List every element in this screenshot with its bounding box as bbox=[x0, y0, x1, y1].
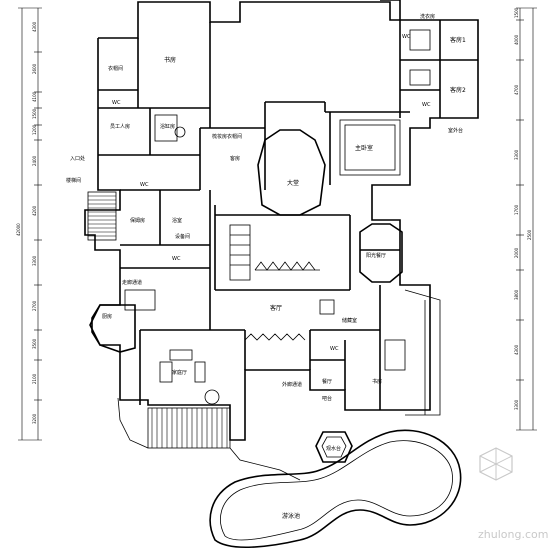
right-dimension-chain: 1500 4000 4700 3300 1700 2000 3800 4300 … bbox=[514, 7, 537, 431]
pool-label: 游泳池 bbox=[282, 512, 300, 520]
dim-left-11: 2100 bbox=[32, 373, 37, 384]
dim-right-5: 1700 bbox=[514, 204, 519, 215]
dim-right-8: 4300 bbox=[514, 344, 519, 355]
dim-right-9: 3300 bbox=[514, 399, 519, 410]
room-label-bar: 吧台 bbox=[322, 395, 332, 402]
room-label-master-bedroom: 主卧室 bbox=[355, 144, 373, 152]
note-stair: 楼梯间 bbox=[66, 177, 81, 184]
dim-right-1: 1500 bbox=[514, 7, 519, 18]
room-label-hall: 大堂 bbox=[287, 179, 299, 187]
room-label-family-room: 家庭厅 bbox=[172, 369, 187, 376]
dim-right-10: 2500 bbox=[527, 229, 532, 240]
room-label-storage: 储藏室 bbox=[342, 317, 357, 324]
dim-left-3: 4100 bbox=[32, 91, 37, 102]
room-label-living-room: 客厅 bbox=[270, 304, 282, 312]
room-label-laundry: 洗衣房 bbox=[420, 13, 435, 20]
entry-stair-deck bbox=[87, 191, 117, 241]
dim-left-9: 2700 bbox=[32, 300, 37, 311]
hall-bay bbox=[257, 129, 326, 216]
room-label-nanny-room: 保姆房 bbox=[130, 217, 145, 224]
wc-label-6: WC bbox=[330, 346, 339, 352]
dim-left-2: 2600 bbox=[32, 63, 37, 74]
room-label-bedroom1: 客房1 bbox=[450, 36, 466, 44]
room-label-workroom: 员工人房 bbox=[110, 123, 130, 130]
dim-left-5: 1200 bbox=[32, 124, 37, 135]
room-label-cloakroom: 衣帽间 bbox=[108, 65, 123, 72]
dim-left-6: 2400 bbox=[32, 155, 37, 166]
room-label-sunroom: 阳光餐厅 bbox=[366, 252, 386, 259]
room-label-guest-room: 客房 bbox=[230, 155, 240, 162]
dim-right-3: 4700 bbox=[514, 84, 519, 95]
dim-right-6: 2000 bbox=[514, 247, 519, 258]
dim-left-1: 4300 bbox=[32, 21, 37, 32]
wc-label-5: WC bbox=[422, 102, 431, 108]
pond-pavilion bbox=[315, 431, 353, 463]
dim-left-7: 4200 bbox=[32, 205, 37, 216]
note-entry: 入口处 bbox=[70, 155, 85, 162]
east-veranda bbox=[404, 289, 441, 416]
dim-right-7: 3800 bbox=[514, 289, 519, 300]
wc-label-4: WC bbox=[402, 34, 411, 40]
note-outdoor: 外廊通道 bbox=[282, 381, 302, 388]
dim-right-4: 3300 bbox=[514, 149, 519, 160]
room-label-dining: 餐厅 bbox=[322, 378, 332, 385]
sunroom-bay bbox=[359, 223, 403, 283]
furniture-details bbox=[124, 29, 431, 405]
dim-left-4: 1500 bbox=[32, 108, 37, 119]
dim-left-8: 3300 bbox=[32, 255, 37, 266]
room-label-office: 书房 bbox=[372, 378, 382, 385]
pond-label: 观水台 bbox=[326, 445, 341, 452]
room-label-kitchen: 厨房 bbox=[102, 313, 112, 320]
swimming-pool-outline bbox=[209, 429, 462, 548]
watermark-logo bbox=[479, 447, 513, 481]
room-label-equipment: 设备间 bbox=[175, 233, 190, 240]
dim-right-2: 4000 bbox=[514, 34, 519, 45]
kitchen-bay bbox=[91, 304, 136, 353]
room-label-dressing: 梳妆房衣帽间 bbox=[212, 133, 242, 140]
exterior-walls bbox=[84, 0, 479, 441]
note-corridor: 走廊通道 bbox=[122, 279, 142, 286]
wc-label-1: WC bbox=[112, 100, 121, 106]
dim-left-10: 3500 bbox=[32, 338, 37, 349]
south-deck bbox=[147, 407, 231, 449]
room-label-study: 书房 bbox=[164, 56, 176, 64]
note-balcony: 室外台 bbox=[448, 127, 463, 134]
interior-walls bbox=[98, 20, 478, 410]
watermark-text: zhulong.com bbox=[478, 528, 548, 541]
room-label-bath2: 浴室 bbox=[172, 217, 182, 224]
dim-left-12: 3200 bbox=[32, 413, 37, 424]
left-dimension-chain: 4300 2600 4100 1500 1200 2400 4200 3300 … bbox=[16, 7, 42, 441]
wc-label-3: WC bbox=[172, 256, 181, 262]
dim-left-total: 42000 bbox=[16, 223, 21, 236]
wc-label-2: WC bbox=[140, 182, 149, 188]
room-label-bathroom: 浴缸房 bbox=[160, 123, 175, 130]
room-label-bedroom2: 客房2 bbox=[450, 86, 466, 94]
landscape bbox=[117, 397, 462, 548]
